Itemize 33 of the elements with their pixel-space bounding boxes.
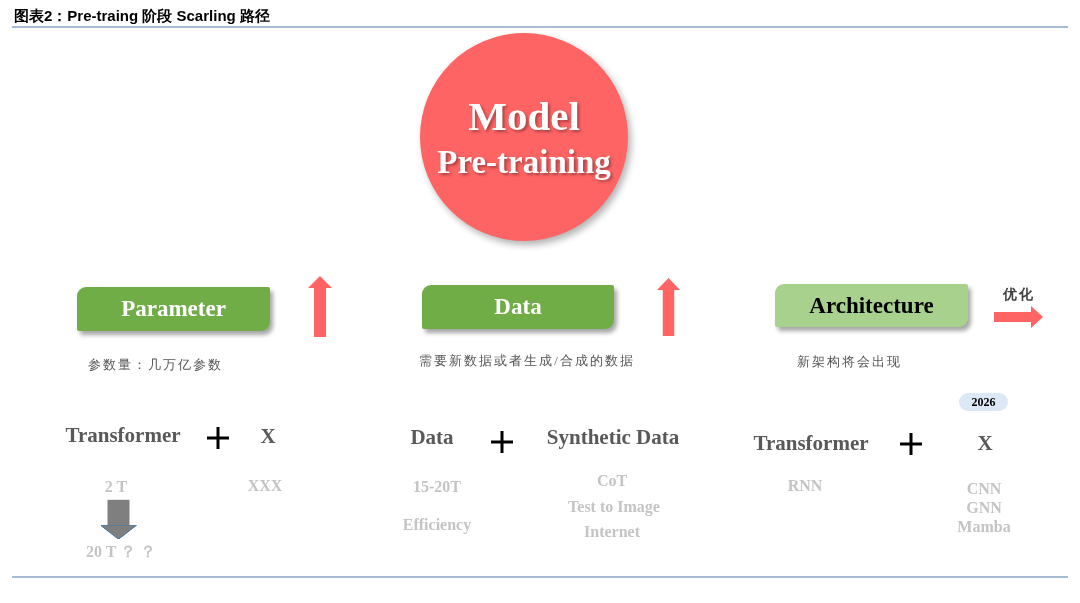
description-text: 需要新数据或者生成/合成的数据	[419, 355, 635, 369]
category-box	[77, 287, 270, 331]
block-arrow	[100, 499, 137, 540]
example-label: Test to Image	[568, 498, 660, 516]
value-label: 2 T	[104, 478, 128, 500]
example-label: Efficiency	[402, 516, 472, 534]
category-box	[422, 285, 614, 329]
box-label: Architecture	[809, 292, 934, 319]
description-text: 参数量：几万亿参数	[87, 359, 223, 373]
example-label: Internet	[584, 523, 640, 541]
term-label: X	[260, 425, 276, 449]
figure-title: 图表2：Pre-traing 阶段 Scarling 路径	[14, 7, 270, 25]
circle-subheading: Pre-training	[437, 143, 611, 182]
description-text: 新架构将会出现	[796, 356, 902, 370]
circle-heading: Model	[468, 91, 580, 141]
box-label: Parameter	[121, 296, 226, 322]
term-label: Data	[410, 426, 454, 450]
term-label: X	[977, 432, 993, 456]
term-label: Synthetic Data	[546, 426, 680, 450]
category-box	[775, 284, 968, 327]
example-label: RNN	[787, 477, 823, 495]
example-label: 15-20T	[413, 478, 461, 496]
example-label: GNN	[966, 499, 1002, 517]
term-label: Transformer	[753, 432, 869, 456]
annotation-label: 优化	[1003, 287, 1035, 303]
value-label: 20 T ？ ？	[85, 539, 157, 561]
example-label: XXX	[247, 477, 283, 495]
example-label: CoT	[596, 472, 628, 490]
example-label: CNN	[966, 480, 1002, 498]
term-label: Transformer	[65, 424, 181, 448]
example-label: Mamba	[957, 518, 1011, 536]
box-label: Data	[494, 294, 542, 320]
year-badge: 2026	[959, 393, 1008, 411]
